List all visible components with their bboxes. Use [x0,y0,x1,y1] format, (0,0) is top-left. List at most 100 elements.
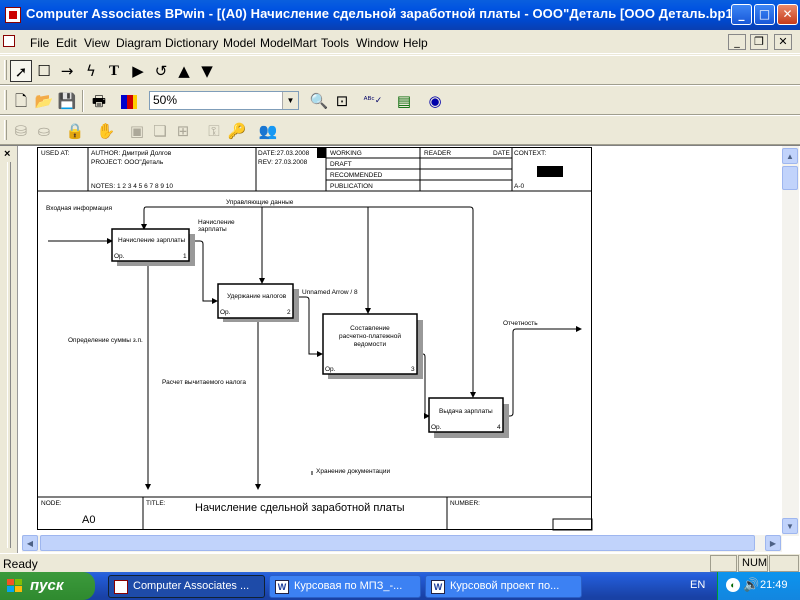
input-arrow-label[interactable]: Входная информация [46,205,112,212]
menu-diagram[interactable]: Diagram [116,36,162,50]
date-column-label: DATE [493,150,511,157]
author-field: AUTHOR: Дмитрий Долгов [91,149,172,157]
output-arrow-label[interactable]: Отчетность [503,320,538,327]
print-icon[interactable]: 🖶 [91,92,107,110]
num-lock-indicator: NUM [738,555,768,572]
toolbar-grip[interactable] [4,90,7,110]
calc-arrow-label[interactable]: Расчет вычитаемого налога [162,379,246,386]
volume-icon[interactable]: ◐ [726,578,740,592]
activity-box-3[interactable] [322,313,418,375]
squiggle-tool-icon[interactable]: ϟ [86,62,96,80]
task-bpwin[interactable]: Computer Associates ... [108,575,265,598]
menu-edit[interactable]: Edit [56,36,77,50]
open-folder-icon[interactable]: 📂 [34,92,54,110]
scroll-right-icon[interactable]: ▶ [765,535,781,551]
clock[interactable]: 21:49 [760,579,788,591]
zoom-select[interactable]: 50%▼ [149,91,299,110]
storage-arrow-label[interactable]: Хранение документации [316,468,390,475]
modelmart-toolbar: ⛁ ⛀ 🔒 ✋ ▣ ❏ ⊞ ⚿ 🔑 👥 [0,115,800,145]
horizontal-scroll-thumb[interactable] [40,535,755,551]
scroll-up-icon[interactable]: ▲ [782,148,798,164]
key-icon[interactable]: 🔑 [227,122,247,140]
close-button[interactable]: ✕ [777,4,798,25]
disconnect-icon[interactable]: ⛀ [37,122,51,140]
publication-status: PUBLICATION [330,183,373,190]
menu-help[interactable]: Help [403,36,428,50]
mdi-restore-button[interactable]: ❐ [750,34,768,50]
recommended-status: RECOMMENDED [330,172,383,179]
library-icon[interactable]: ▣ [129,122,145,140]
close-pane-icon[interactable]: × [4,148,11,160]
app-icon[interactable] [5,7,21,23]
spell-check-icon[interactable]: ᴬᴮᶜ✓ [363,96,383,106]
menu-modelmart[interactable]: ModelMart [260,36,317,50]
minimize-button[interactable]: _ [731,4,752,25]
arrow-tool-icon[interactable]: → [60,62,74,80]
zoom-fit-icon[interactable]: ⊡ [335,92,349,110]
users-icon[interactable]: 👥 [258,122,278,140]
task-label: Computer Associates ... [133,580,250,592]
scroll-down-icon[interactable]: ▼ [782,518,798,534]
control-arrow-label[interactable]: Управляющие данные [226,199,294,206]
menu-view[interactable]: View [84,36,110,50]
save-icon[interactable]: 💾 [57,92,77,110]
notes-field: NOTES: 1 2 3 4 5 6 7 8 9 10 [91,183,173,190]
language-indicator[interactable]: EN [690,579,706,591]
menu-dictionary[interactable]: Dictionary [165,36,219,50]
project-field: PROJECT: ООО"Деталь [91,159,164,166]
security-icon[interactable]: ⚿ [208,122,220,140]
standard-toolbar: 🗋 📂 💾 🖶 [0,85,800,115]
mdi-minimize-button[interactable]: _ [728,34,746,50]
node-label: NODE: [41,500,62,507]
task-word-1[interactable]: W Курсовая по МПЗ_-... [269,575,421,598]
activity-box-1[interactable] [111,228,190,262]
vertical-scroll-thumb[interactable] [782,166,798,190]
grid-icon[interactable]: ⊞ [176,122,190,140]
pane-splitter[interactable] [7,162,11,548]
menu-model[interactable]: Model [223,36,256,50]
go-back-icon[interactable]: ↺ [154,62,168,80]
start-button[interactable]: пуск [0,572,95,600]
toolbar-grip[interactable] [4,60,7,80]
pointer-tool-icon[interactable]: ➚ [10,60,32,82]
menu-file[interactable]: File [30,36,50,50]
model-explorer-icon[interactable]: ▤ [396,92,412,110]
horizontal-scrollbar[interactable]: ◀ ▶ [22,535,782,552]
box-tool-icon[interactable]: ☐ [37,62,51,80]
activity-box-2[interactable] [217,283,294,319]
connect-icon[interactable]: ⛁ [14,122,28,140]
go-up-icon[interactable]: ▲ [178,62,190,80]
menu-tools[interactable]: Tools [321,36,350,50]
accrual-arrow-label[interactable]: Начисление зарплаты [198,219,235,233]
toolbar-grip[interactable] [4,120,7,140]
text-tool-icon[interactable]: T [108,63,119,79]
color-icon[interactable] [118,90,140,112]
go-down-icon[interactable]: ▶ [132,62,144,80]
vertical-scrollbar[interactable]: ▲ ▼ [782,146,799,536]
copy-model-icon[interactable]: ❏ [153,122,167,140]
menu-window[interactable]: Window [356,36,399,50]
go-down-level-icon[interactable]: ▼ [201,62,213,80]
box-1-number: 1 [183,253,187,260]
drawing-toolbar: ➚ ☐ → ϟ T ▶ ↺ ▲ ▼ [0,55,800,85]
modelmart-icon[interactable]: ◉ [428,92,442,110]
maximize-button[interactable]: □ [754,4,775,25]
speaker-icon[interactable]: 🔊 [743,578,760,593]
scroll-left-icon[interactable]: ◀ [22,535,38,551]
hand-icon[interactable]: ✋ [96,122,116,140]
zoom-in-icon[interactable]: 🔍 [309,92,329,110]
taskbar: пуск Computer Associates ... W Курсовая … [0,572,800,600]
unnamed-arrow-label[interactable]: Unnamed Arrow / 8 [302,289,358,296]
activity-box-4[interactable] [428,397,504,433]
word-icon: W [275,580,289,594]
diagram-title: Начисление сдельной заработной платы [195,502,405,514]
mdi-close-button[interactable]: ✕ [774,34,792,50]
task-word-2[interactable]: W Курсовой проект по... [425,575,582,598]
definition-arrow-label[interactable]: Определение суммы з.п. [68,337,143,344]
new-file-icon[interactable]: 🗋 [14,92,28,110]
document-icon[interactable] [3,35,15,47]
lock-icon[interactable]: 🔒 [65,122,85,140]
draft-status: DRAFT [330,161,352,168]
chevron-down-icon[interactable]: ▼ [282,92,298,109]
box-4-number: 4 [497,424,501,431]
